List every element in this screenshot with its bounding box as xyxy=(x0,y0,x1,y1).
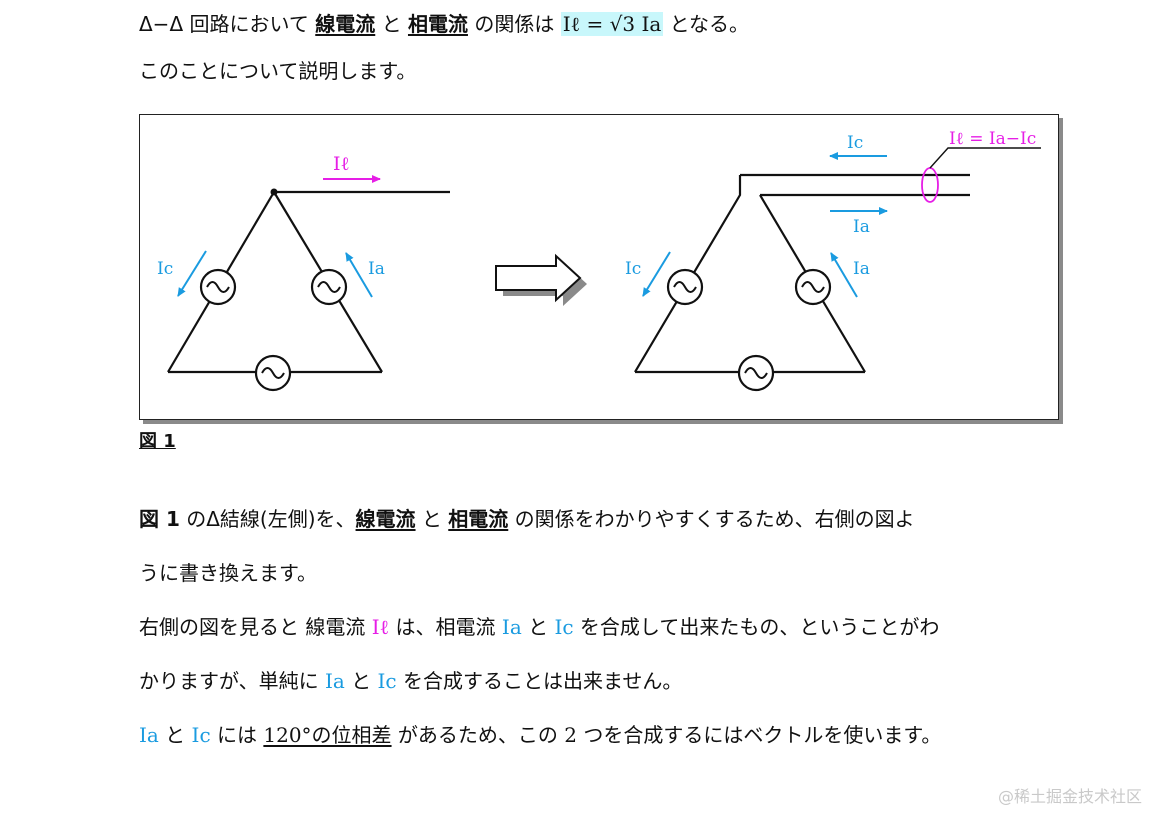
label-ia-line: Ia xyxy=(853,217,870,237)
left-source-left xyxy=(199,268,237,306)
left-source-bottom xyxy=(254,354,292,392)
fig-ref: 図 1 xyxy=(139,507,180,531)
right-source-left xyxy=(666,268,704,306)
phase-difference-term: 120°の位相差 xyxy=(263,723,392,747)
ic-arrow-right xyxy=(642,251,671,297)
label-callout: Iℓ = Ia−Ic xyxy=(949,129,1036,149)
body-line-1: 図 1 のΔ結線(左側)を、線電流 と 相電流 の関係をわかりやすくするため、右… xyxy=(139,507,915,531)
intro-line-2: このことについて説明します。 xyxy=(139,59,417,83)
label-ic-top: Ic xyxy=(847,133,863,153)
right-source-bottom xyxy=(737,354,775,392)
label-ia-left: Ia xyxy=(368,259,385,279)
body-line-5: Ia と Ic には 120°の位相差 があるため、この 2 つを合成するにはベ… xyxy=(139,723,942,747)
label-ia-right: Ia xyxy=(853,259,870,279)
transform-arrow xyxy=(495,253,587,306)
label-il: Iℓ xyxy=(333,153,350,175)
current-ellipse xyxy=(921,167,939,203)
right-source-right xyxy=(794,268,832,306)
body-line-3: 右側の図を見ると 線電流 Iℓ は、相電流 Ia と Ic を合成して出来たもの… xyxy=(139,615,940,639)
left-source-right xyxy=(310,268,348,306)
node-dot xyxy=(270,188,278,196)
watermark: @稀土掘金技术社区 xyxy=(997,787,1142,806)
body-line-2: うに書き換えます。 xyxy=(139,561,317,585)
body-line-4: かりますが、単純に Ia と Ic を合成することは出来ません。 xyxy=(139,669,683,693)
formula-highlight: Iℓ = √3 Ia xyxy=(560,12,664,36)
ic-arrow-left xyxy=(177,250,207,297)
ia-arrow-right xyxy=(830,252,858,298)
callout-leader xyxy=(929,147,1041,169)
term-phase-current: 相電流 xyxy=(407,12,468,36)
circuit-figure: Iℓ Ic Ia Ic xyxy=(139,114,1059,420)
figure-caption: 図 1 xyxy=(139,431,176,452)
label-ic-left: Ic xyxy=(157,259,173,279)
ia-arrow-left xyxy=(345,252,373,298)
label-ic-right: Ic xyxy=(625,259,641,279)
intro-line-1: Δ−Δ 回路において 線電流 と 相電流 の関係は Iℓ = √3 Ia となる… xyxy=(139,12,750,36)
circuit-diagram: Iℓ Ic Ia Ic xyxy=(157,129,1041,392)
term-line-current: 線電流 xyxy=(315,12,376,36)
